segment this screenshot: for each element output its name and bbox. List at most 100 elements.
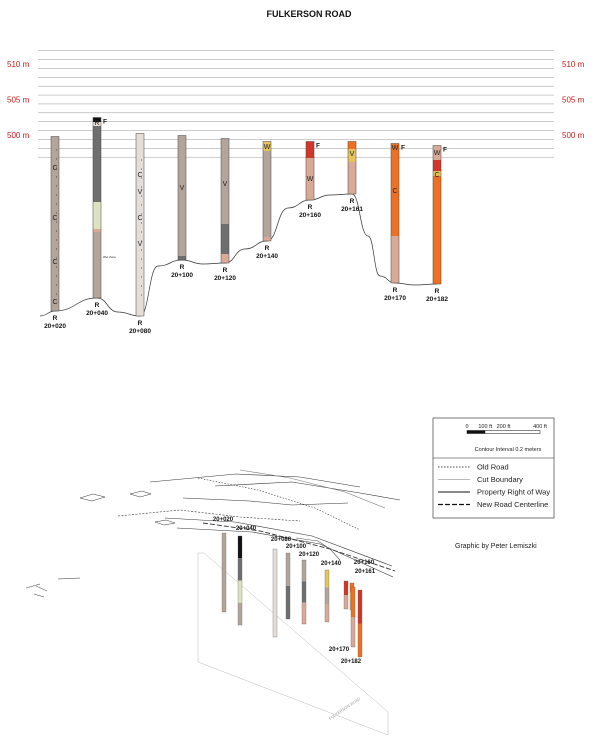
column-station-label: 20+020 [44,323,66,330]
scale-tick-label: 200 ft [497,424,511,430]
column-r-label: R [180,264,185,271]
column-layer [221,138,229,224]
column-layer [348,149,356,162]
perspective-layer [344,595,348,609]
perspective-column-outline [272,548,278,638]
road-edge-lower [295,537,341,561]
column-unit-letter: V [180,185,185,192]
mark-2 [35,585,48,592]
perspective-station-label: 20+080 [271,537,292,543]
column-station-label: 20+100 [171,272,193,279]
perspective-station-label: 20+170 [329,647,350,653]
column-unit-letter: V [350,151,355,158]
column-r-label: R [138,320,143,327]
column-outline [347,141,357,195]
column-dot [141,168,142,170]
column-unit-letter: W [307,176,314,183]
perspective-column-20+080 [272,548,278,638]
perspective-column-outline [357,589,363,658]
perspective-road-label: FULKERSON ROAD [328,696,362,721]
column-layer [433,171,441,176]
perspective-column-20+040 [237,535,243,626]
old-road-curve [197,477,361,531]
perspective-column-outline [343,580,349,610]
column-outline [220,138,230,264]
building-2 [129,490,152,498]
column-layer [263,141,271,151]
column-layer [391,143,399,236]
scale-bar-fill [467,430,486,434]
mark-3 [33,593,45,598]
perspective-layer [238,602,242,625]
column-r-label: R [53,315,58,322]
row-line-a [164,517,393,567]
column-layer [93,122,101,126]
column-layer [433,160,441,171]
perspective-station-label: 20+182 [341,659,362,665]
perspective-station-label: 20+120 [299,552,320,558]
column-dot [56,194,57,196]
column-layer [348,162,356,194]
elevation-label-right: 505 m [562,96,585,105]
mark-1 [25,583,41,589]
column-dot [56,203,57,205]
ground-surface-line [39,193,438,317]
perspective-column-20+160 [343,580,349,610]
credit: Graphic by Peter Lemiszki [455,543,537,550]
column-outline [262,141,272,242]
column-unit-letter: V [138,241,143,248]
column-r-label: R [393,287,398,294]
column-dot [56,284,57,286]
column-dot [56,176,57,178]
column-station-label: 20+120 [214,275,236,282]
column-r-label: R [265,245,270,252]
column-unit-letter: R [94,120,99,127]
column-layer [221,254,229,263]
column-dot [56,149,57,151]
perspective-layer [302,581,306,603]
column-dot [141,231,142,233]
column-station-label: 20+161 [341,206,363,213]
perspective-column-outline [301,559,307,625]
cut-boundary [239,469,386,509]
column-dot [141,258,142,260]
perspective-station-label: 20+040 [236,526,257,532]
column-layer [306,141,314,158]
perspective-column-outline [237,535,243,626]
column-layer [391,236,399,283]
column-layer [93,229,101,232]
column-dot [56,212,57,214]
column-r-label: R [223,267,228,274]
perspective-layer [286,586,290,619]
column-layer [93,232,101,298]
perspective-station-label: 20+161 [355,569,376,575]
legend-label: Property Right of Way [477,488,550,497]
column-unit-letter: W [434,150,441,157]
elevation-label-right: 510 m [562,60,585,69]
column-dot [141,249,142,251]
elevation-grid [38,50,554,158]
perspective-layer [358,590,362,624]
perspective-layer [358,623,362,657]
column-layer [433,145,441,160]
column-outline [305,141,315,201]
building-3 [154,519,176,526]
contour-interval: Contour Interval 0.2 meters [475,447,542,453]
column-dot [56,248,57,250]
column-dot [56,158,57,160]
column-top-label: F [103,119,107,126]
perspective-station-label: 20+160 [354,560,375,566]
perspective-layer [238,558,242,581]
column-layer [93,117,101,122]
column-dot [56,275,57,277]
road-line-3 [182,497,349,506]
column-dot [141,267,142,269]
perspective-layer [302,560,306,582]
elevation-label-left: 500 m [7,131,30,140]
